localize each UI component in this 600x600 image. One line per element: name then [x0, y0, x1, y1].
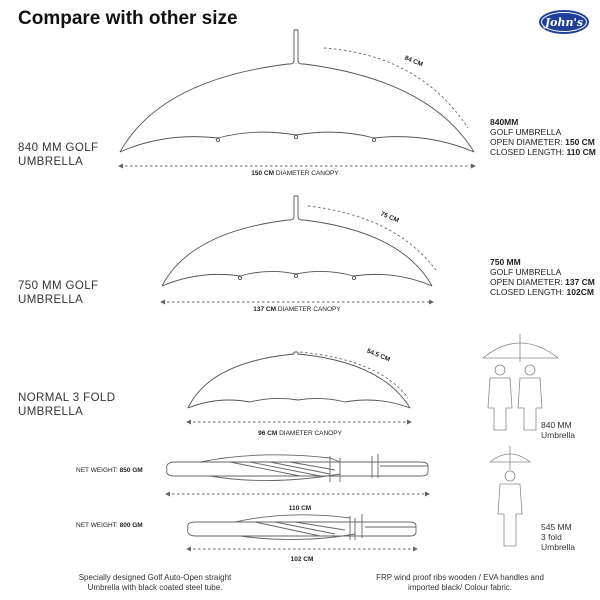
row-label-750: 750 MM GOLF UMBRELLA [18, 280, 99, 306]
spec-block-840: 840MM GOLF UMBRELLA OPEN DIAMETER: 150 C… [490, 117, 596, 157]
page-title: Compare with other size [18, 8, 238, 29]
arc-line-840 [323, 47, 469, 129]
spec-block-750: 750 MM GOLF UMBRELLA OPEN DIAMETER: 137 … [490, 257, 595, 297]
diameter-label-3fold: 96 CM DIAMETER CANOPY [258, 430, 342, 437]
umbrella-3fold-diagram [187, 351, 411, 409]
human-silhouettes [481, 334, 560, 547]
net-weight-110: NET WEIGHT: 850 GM [76, 467, 143, 474]
human-label-545: 545 MM 3 fold Umbrella [541, 522, 576, 552]
umbrella-750-diagram [161, 195, 433, 287]
human-label-840: 840 MM Umbrella [541, 420, 576, 440]
closed-umbrella-110 [166, 454, 429, 482]
caption-left: Specially designed Golf Auto-Open straig… [78, 573, 232, 592]
brand-logo: John's [538, 9, 590, 35]
arc-line-750 [307, 205, 437, 271]
closed-length-102: 102 CM [290, 556, 314, 563]
row-label-3fold: NORMAL 3 FOLD UMBRELLA [18, 392, 116, 418]
diameter-label-840: 150 CM DIAMETER CANOPY [251, 170, 339, 177]
diameter-label-750: 137 CM DIAMETER CANOPY [253, 306, 341, 313]
umbrella-840-diagram [119, 29, 475, 153]
closed-length-110: 110 CM [288, 505, 312, 512]
net-weight-102: NET WEIGHT: 800 GM [76, 522, 143, 529]
caption-right: FRP wind proof ribs wooden / EVA handles… [376, 573, 544, 592]
row-label-840: 840 MM GOLF UMBRELLA [18, 142, 99, 168]
closed-umbrella-102 [187, 514, 417, 541]
arc-line-3fold [299, 351, 409, 399]
svg-text:John's: John's [543, 16, 583, 29]
